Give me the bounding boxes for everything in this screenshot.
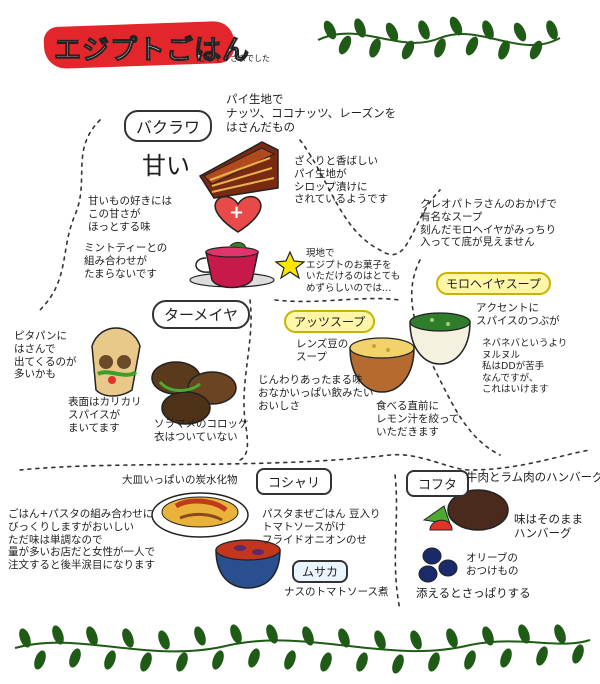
vine-decoration-icon: [317, 16, 561, 60]
olives-illustration: [418, 547, 458, 583]
baklava-illustration: [198, 141, 279, 199]
ads-description: レンズ豆の スープ: [296, 338, 349, 363]
baklava-taste-word: 甘い: [142, 152, 190, 180]
koshari-combo-note: ごはん+パスタの組み合わせに びっくりしますがおいしい ただ味は単調なので 量が…: [8, 508, 155, 572]
baklava-mint-tea-note: ミントティーとの 組み合わせが たまらないです: [84, 242, 168, 280]
taameya-croquette-note: ソラマメのコロッケ 衣はついていない: [154, 418, 249, 443]
label-kofta: コフタ: [406, 470, 470, 497]
ads-soup-illustration: [349, 337, 415, 393]
molokhia-soup-illustration: [409, 312, 471, 365]
moussaka-description: ナスのトマトソース煮: [284, 586, 389, 598]
label-molokhia: モロヘイヤスープ: [436, 272, 551, 295]
ads-taste-note: じんわりあったまる味 おなかいっぱい飲みたい おいしさ: [258, 374, 374, 412]
divider-line: [39, 119, 101, 311]
divider-line: [19, 449, 591, 471]
plus-sign: +: [229, 202, 245, 223]
label-baklava: バクラワ: [124, 110, 213, 142]
baklava-sweet-note: 甘いもの好きには この甘さが ほっとする味: [88, 195, 172, 233]
star-icon: [274, 250, 306, 280]
label-ads: アッツスープ: [284, 310, 376, 333]
koshari-plate-note: 大皿いっぱいの炭水化物: [122, 474, 238, 486]
ads-lemon-note: 食べる直前に レモン汁を絞って いただきます: [376, 400, 460, 438]
baklava-crispy-note: ざくりと香ばしい パイ生地が シロップ漬けに されているようです: [294, 155, 389, 206]
falafel-illustration: [151, 361, 237, 425]
pita-sandwich-illustration: [91, 327, 141, 397]
label-moussaka: ムサカ: [292, 560, 349, 583]
page-title: エジプトごはん: [54, 35, 250, 67]
molokhia-texture-note: ネバネバというより ヌルヌル 私はDDが苦手 なんですが、 これはいけます: [482, 338, 568, 396]
kofta-taste-note: 味はそのまま ハンバーグ: [514, 512, 583, 541]
vine-decoration-icon: [14, 624, 591, 674]
kofta-olive-note: オリーブの おつけもの: [466, 552, 519, 577]
label-koshari: コシャリ: [256, 468, 333, 495]
page-subtitle: ごちそうさまでした: [198, 54, 270, 63]
divider-line: [411, 259, 501, 456]
label-taameya: ターメイヤ: [152, 300, 250, 329]
moussaka-illustration: [215, 539, 281, 589]
heart-plus-icon: [214, 195, 262, 233]
star-note: 現地で エジプトのお菓子を いただけるのはとても めずらしいのでは…: [306, 248, 401, 294]
divider-line: [274, 297, 401, 303]
kofta-refresh-note: 添えるとさっぱりする: [416, 586, 531, 600]
divider-line: [299, 139, 441, 256]
taameya-pita-note: ピタパンに はさんで 出てくるのが 多いかも: [14, 330, 77, 381]
molokhia-intro-note: クレオパトラさんのおかげで 有名なスープ 刻んだモロヘイヤがみっちり 入ってて底…: [420, 198, 557, 249]
koshari-illustration: [151, 492, 249, 538]
koshari-description: パスタまぜごはん 豆入り トマトソースがけ フライドオニオンのせ: [262, 508, 381, 546]
divider-line: [394, 474, 401, 611]
mint-tea-illustration: [189, 241, 275, 289]
taameya-crust-note: 表面はカリカリ スパイスが まいてます: [68, 396, 142, 434]
kofta-description: 牛肉とラム肉のハンバーグ: [466, 470, 600, 484]
molokhia-accent-note: アクセントに スパイスのつぶが: [476, 302, 560, 327]
baklava-description: パイ生地で ナッツ、ココナッツ、レーズンを はさんだもの: [226, 92, 397, 135]
kofta-illustration: [422, 489, 509, 531]
